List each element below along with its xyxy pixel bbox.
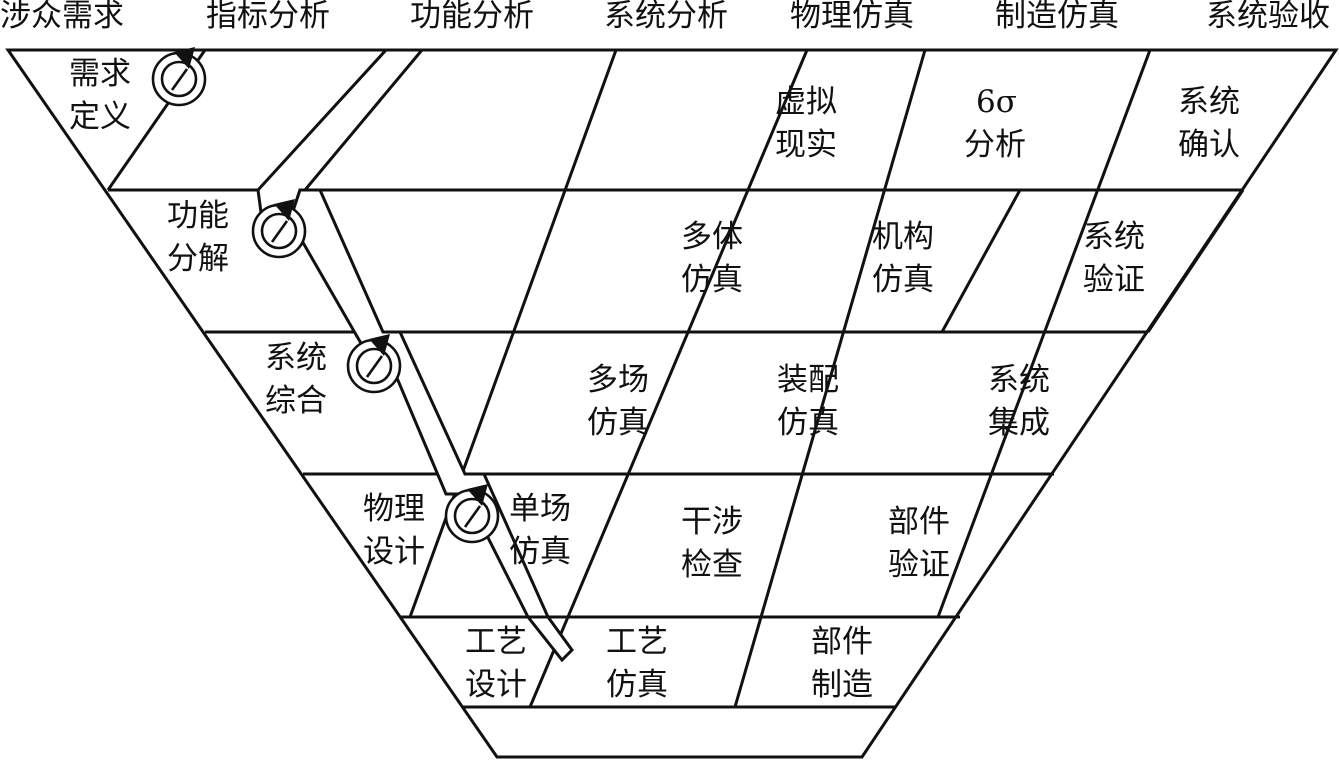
- label-system-confirm-2: 确认: [1178, 127, 1240, 163]
- label-interference-1: 干涉: [681, 504, 743, 540]
- header-stakeholder-needs: 涉众需求: [0, 0, 124, 34]
- label-system-synthesis-2: 综合: [265, 383, 327, 419]
- level-2-labels: 功能 分解 多体 仿真 机构 仿真 系统 验证: [167, 198, 1145, 298]
- header-system-acceptance: 系统验收: [1206, 0, 1330, 34]
- label-multibody-2: 仿真: [681, 262, 743, 298]
- header-physical-simulation: 物理仿真: [790, 0, 914, 34]
- label-multibody-1: 多体: [681, 219, 743, 255]
- label-process-design-2: 设计: [465, 667, 527, 703]
- header-manufacturing-simulation: 制造仿真: [995, 0, 1119, 34]
- label-part-make-1: 部件: [811, 624, 873, 660]
- label-singlefield-1: 单场: [509, 491, 571, 527]
- label-vr-1: 虚拟: [775, 84, 837, 120]
- label-system-verify-2: 验证: [1083, 262, 1145, 298]
- band-diagonals: [106, 49, 1245, 708]
- label-function-decompose-1: 功能: [167, 198, 229, 234]
- level-5-labels: 工艺 设计 工艺 仿真 部件 制造: [465, 624, 873, 703]
- level-4-labels: 物理 设计 单场 仿真 干涉 检查 部件 验证: [363, 491, 950, 583]
- cycle-icon: [444, 484, 500, 544]
- header-function-analysis: 功能分析: [410, 0, 534, 34]
- band-diagonal-6: [940, 189, 1022, 333]
- label-system-integrate-2: 集成: [988, 405, 1050, 441]
- label-multifield-2: 仿真: [587, 405, 649, 441]
- label-interference-2: 检查: [681, 547, 743, 583]
- label-physical-design-2: 设计: [363, 534, 425, 570]
- label-part-make-2: 制造: [811, 667, 873, 703]
- cycle-icon: [151, 47, 207, 107]
- label-sigma-1: 6σ: [976, 84, 1017, 120]
- column-headers: 涉众需求 指标分析 功能分析 系统分析 物理仿真 制造仿真 系统验收: [0, 0, 1330, 34]
- band-diagonal-5: [936, 49, 1152, 618]
- level-dividers: [108, 188, 1243, 709]
- label-system-verify-1: 系统: [1083, 219, 1145, 255]
- label-requirement-define-1: 需求: [69, 56, 131, 92]
- label-part-verify-2: 验证: [888, 547, 950, 583]
- band-diagonal-7: [1146, 189, 1245, 333]
- label-assembly-1: 装配: [777, 362, 839, 398]
- label-singlefield-2: 仿真: [509, 534, 571, 570]
- label-sigma-2: 分析: [964, 127, 1026, 163]
- cycle-icon: [346, 334, 402, 394]
- label-mechanism-2: 仿真: [872, 262, 934, 298]
- label-system-synthesis-1: 系统: [265, 340, 327, 376]
- label-function-decompose-2: 分解: [167, 241, 229, 277]
- v-outline: [5, 48, 1339, 759]
- label-process-design-1: 工艺: [465, 624, 527, 660]
- band-diagonal-3: [528, 49, 809, 708]
- label-process-sim-1: 工艺: [606, 624, 668, 660]
- label-physical-design-1: 物理: [363, 491, 425, 527]
- level-3-labels: 系统 综合 多场 仿真 装配 仿真 系统 集成: [265, 340, 1050, 441]
- cycle-icons: [151, 47, 500, 544]
- label-requirement-define-2: 定义: [69, 99, 131, 135]
- label-assembly-2: 仿真: [777, 405, 839, 441]
- band-diagonal-2: [408, 49, 618, 618]
- label-process-sim-2: 仿真: [606, 667, 668, 703]
- label-system-confirm-1: 系统: [1178, 84, 1240, 120]
- label-part-verify-1: 部件: [888, 504, 950, 540]
- header-system-analysis: 系统分析: [604, 0, 728, 34]
- header-indicator-analysis: 指标分析: [206, 0, 330, 34]
- label-system-integrate-1: 系统: [988, 362, 1050, 398]
- flow-channel-band: [256, 48, 426, 222]
- label-multifield-1: 多场: [587, 362, 649, 398]
- band-diagonal-4: [733, 49, 927, 708]
- label-vr-2: 现实: [775, 127, 837, 163]
- flow-channel-tail: [524, 615, 574, 663]
- level-1-labels: 需求 定义 虚拟 现实 6σ 分析 系统 确认: [69, 56, 1240, 163]
- label-mechanism-1: 机构: [872, 219, 934, 255]
- cycle-icon: [251, 199, 307, 259]
